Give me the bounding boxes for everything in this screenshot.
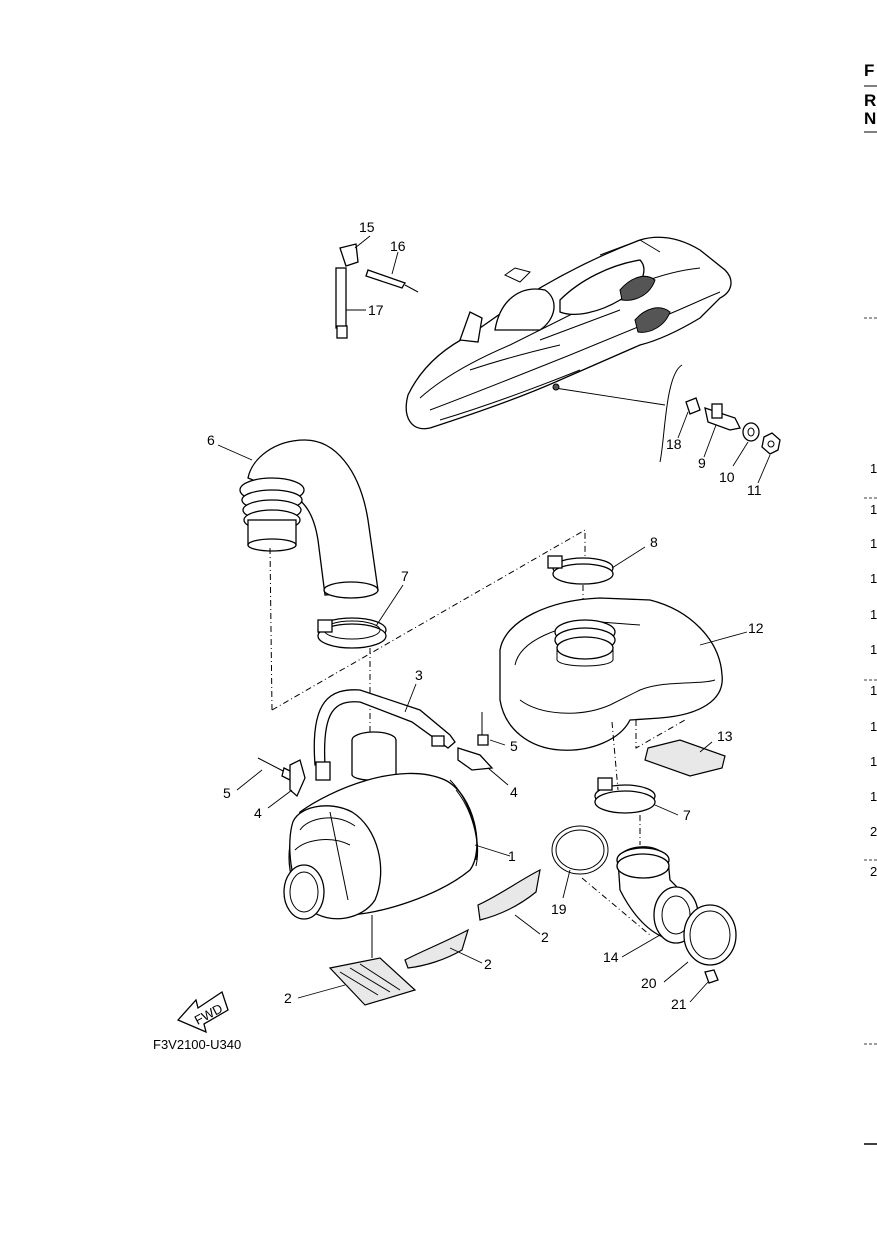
fwd-arrow-icon: FWD xyxy=(176,990,229,1034)
edge-letter-r: R xyxy=(864,91,876,110)
callout-numbers: 1 2 2 2 3 4 4 5 5 6 7 7 8 9 10 11 12 13 … xyxy=(207,219,764,1012)
callout-2-right: 2 xyxy=(541,929,549,945)
edge-num-3: 1 xyxy=(870,536,877,551)
edge-num-10: 1 xyxy=(870,789,877,804)
figure-code: F3V2100-U340 xyxy=(153,1037,241,1052)
pad-13 xyxy=(635,719,726,777)
edge-num-1: 1 xyxy=(870,461,877,476)
callout-4-right: 4 xyxy=(510,784,518,800)
edge-num-6: 1 xyxy=(870,642,877,657)
callout-12: 12 xyxy=(748,620,764,636)
watercraft-illustration xyxy=(405,236,732,430)
tank-12 xyxy=(499,597,723,751)
edge-num-4: 1 xyxy=(870,571,877,586)
callout-15: 15 xyxy=(359,219,375,235)
edge-num-5: 1 xyxy=(870,607,877,622)
edge-letter-n: N xyxy=(864,109,876,128)
callout-5-right: 5 xyxy=(510,738,518,754)
callout-3: 3 xyxy=(415,667,423,683)
callout-17: 17 xyxy=(368,302,384,318)
detail-bracket xyxy=(659,364,683,463)
elbow-duct-6 xyxy=(239,439,379,711)
clamp-tie-parts xyxy=(335,243,419,339)
edge-num-8: 1 xyxy=(870,719,877,734)
callout-13: 13 xyxy=(717,728,733,744)
callout-2-middle: 2 xyxy=(484,956,492,972)
callout-4-left: 4 xyxy=(254,805,262,821)
strap-3 xyxy=(313,689,456,781)
callout-1: 1 xyxy=(508,848,516,864)
leader-lines xyxy=(217,235,771,1003)
callout-16: 16 xyxy=(390,238,406,254)
callout-7-lower: 7 xyxy=(683,807,691,823)
callout-19: 19 xyxy=(551,901,567,917)
edge-num-12: 2 xyxy=(870,864,877,879)
hose-clamp-7-upper xyxy=(317,617,387,649)
callout-14: 14 xyxy=(603,949,619,965)
drain-fitting-parts xyxy=(685,397,781,455)
fastener-parts-right xyxy=(457,712,494,771)
callout-8: 8 xyxy=(650,534,658,550)
callout-20: 20 xyxy=(641,975,657,991)
edge-num-11: 2 xyxy=(870,824,877,839)
fastener-parts-left xyxy=(257,757,306,798)
callout-2-bottom: 2 xyxy=(284,990,292,1006)
reference-line-a xyxy=(271,529,586,711)
edge-num-9: 1 xyxy=(870,754,877,769)
muffler-1 xyxy=(283,731,479,958)
callout-10: 10 xyxy=(719,469,735,485)
edge-letter-f: F xyxy=(864,61,874,80)
callout-18: 18 xyxy=(666,436,682,452)
callout-9: 9 xyxy=(698,455,706,471)
edge-num-7: 1 xyxy=(870,683,877,698)
hose-clamp-7-lower xyxy=(594,721,656,845)
callout-21: 21 xyxy=(671,996,687,1012)
edge-num-2: 1 xyxy=(870,502,877,517)
callout-5-left: 5 xyxy=(223,785,231,801)
outlet-assembly xyxy=(551,825,737,984)
pads-2 xyxy=(328,868,541,1006)
callout-7-upper: 7 xyxy=(401,568,409,584)
callout-6: 6 xyxy=(207,432,215,448)
callout-11: 11 xyxy=(747,482,762,498)
right-edge-index: F R N 1 1 1 1 1 1 1 1 1 1 2 2 xyxy=(864,61,877,1145)
